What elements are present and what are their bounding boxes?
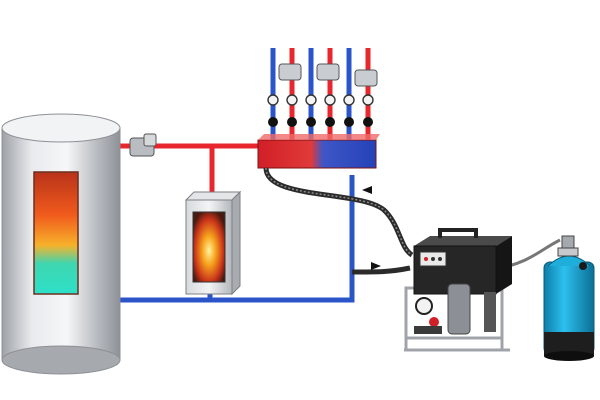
regulator-icon — [579, 262, 587, 270]
boiler-window — [192, 211, 226, 283]
filter-canister — [447, 283, 471, 335]
tank-sight-window — [33, 171, 79, 295]
tank-valve — [129, 133, 157, 157]
actuator-icon — [354, 69, 378, 87]
gas-cylinder — [543, 235, 595, 361]
cold-return-pipe — [118, 175, 355, 303]
flushing-pump-unit — [404, 228, 512, 352]
pressure-gauges — [267, 94, 374, 106]
valve-icon — [268, 117, 278, 127]
hose-return-inner — [265, 167, 413, 256]
manifold-risers — [267, 48, 378, 148]
actuator-heads — [278, 63, 378, 87]
hose-lines — [263, 167, 561, 275]
carry-handle — [438, 228, 478, 238]
indicator-light — [431, 257, 435, 261]
valve-icon — [287, 117, 297, 127]
flow-arrow-return — [362, 186, 372, 194]
ball-valves — [268, 117, 373, 127]
actuator-icon — [316, 63, 340, 81]
gauge-icon — [324, 94, 336, 106]
manifold-body — [257, 139, 377, 169]
valve-icon — [344, 117, 354, 127]
tank-top — [1, 113, 121, 143]
distribution-manifold — [257, 134, 380, 169]
gauge-icon — [362, 94, 374, 106]
storage-tank — [1, 113, 121, 375]
boiler-unit — [184, 190, 242, 296]
tank-bottom — [1, 345, 121, 375]
valve-icon — [306, 117, 316, 127]
gauge-icon — [267, 94, 279, 106]
valve-icon — [363, 117, 373, 127]
valve-icon — [429, 317, 439, 327]
actuator-icon — [278, 63, 302, 81]
flow-arrow-supply — [371, 262, 381, 270]
gauge-icon — [286, 94, 298, 106]
pump-gauge-icon — [415, 297, 433, 315]
gauge-icon — [343, 94, 355, 106]
manifold-top — [258, 134, 380, 140]
gauge-icon — [305, 94, 317, 106]
hose-return — [263, 167, 414, 258]
indicator-light — [424, 257, 428, 261]
hose-supply — [351, 265, 411, 275]
indicator-light — [438, 257, 442, 261]
valve-icon — [325, 117, 335, 127]
